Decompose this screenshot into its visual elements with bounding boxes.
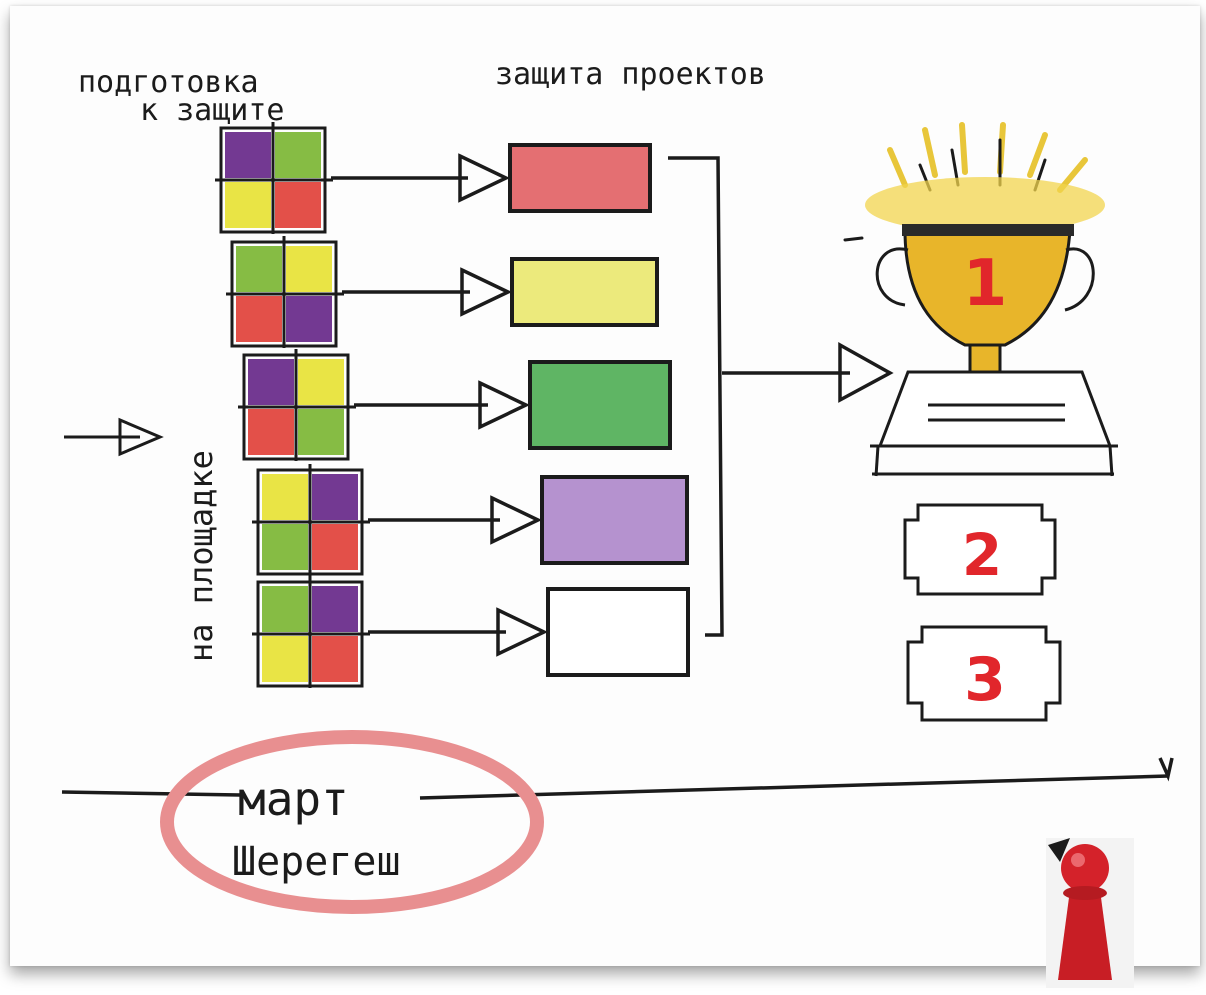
- label-on-site: на площадке: [182, 450, 220, 662]
- flow-arrow: [342, 267, 513, 317]
- team-cell: [225, 182, 271, 228]
- place-3-number: 3: [964, 645, 1006, 715]
- team-grid: [215, 122, 333, 234]
- team-cell: [286, 246, 332, 292]
- project-box: [546, 587, 690, 677]
- team-cell: [275, 182, 321, 228]
- team-cell: [312, 586, 358, 632]
- flow-arrow: [331, 153, 511, 203]
- highlight-circle: [160, 730, 544, 914]
- team-cell: [312, 474, 358, 520]
- label-month: март: [238, 772, 349, 826]
- flow-arrow: [354, 380, 531, 430]
- team-cell: [298, 409, 344, 455]
- team-rows: [215, 122, 690, 688]
- team-cell: [248, 359, 294, 405]
- project-box: [510, 257, 659, 327]
- flow-arrow: [368, 607, 549, 657]
- team-grid: [238, 349, 356, 461]
- podium: [870, 370, 1118, 477]
- team-cell: [312, 524, 358, 570]
- team-grid: [226, 236, 344, 348]
- label-place: Шерегеш: [232, 839, 401, 885]
- label-defense: защита проектов: [495, 57, 766, 92]
- team-cell: [236, 296, 282, 342]
- team-cell: [225, 132, 271, 178]
- team-cell: [262, 636, 308, 682]
- team-cell: [262, 586, 308, 632]
- team-cell: [236, 246, 282, 292]
- team-grid: [252, 464, 370, 576]
- team-grid: [252, 576, 370, 688]
- place-2-number: 2: [962, 521, 1002, 589]
- trophy: 1: [843, 122, 1105, 407]
- team-cell: [298, 359, 344, 405]
- team-cell: [248, 409, 294, 455]
- label-prep-line1: подготовка: [78, 65, 259, 100]
- project-box: [540, 475, 689, 565]
- flow-arrow: [368, 495, 543, 545]
- team-cell: [286, 296, 332, 342]
- place-1-number: 1: [963, 247, 1008, 321]
- plaque-3: 3: [906, 625, 1062, 722]
- team-cell: [262, 524, 308, 570]
- label-prep-line2: к защите: [140, 93, 285, 128]
- team-cell: [275, 132, 321, 178]
- project-box: [508, 143, 652, 213]
- team-cell: [312, 636, 358, 682]
- pawn-icon: [1046, 838, 1134, 988]
- team-cell: [262, 474, 308, 520]
- merge-bracket: [668, 156, 894, 637]
- project-box: [528, 360, 672, 450]
- entry-arrow: [64, 417, 164, 457]
- plaque-2: 2: [903, 503, 1057, 596]
